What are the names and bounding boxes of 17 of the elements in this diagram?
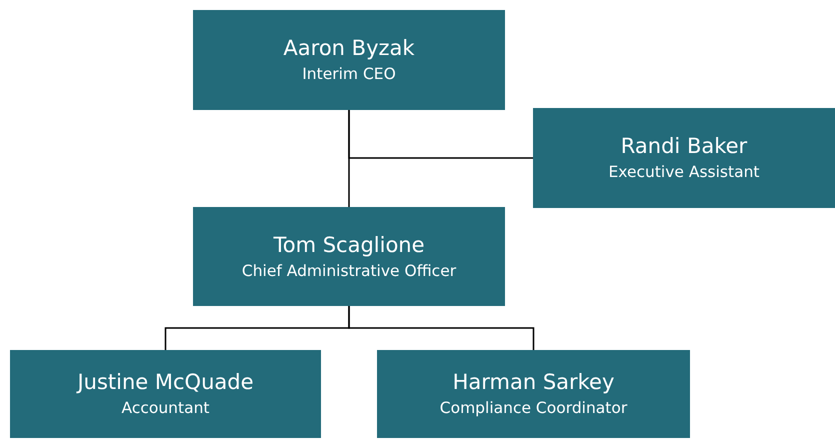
- person-name: Justine McQuade: [77, 369, 254, 396]
- connector-line: [348, 306, 534, 350]
- org-box: [193, 207, 505, 306]
- job-title: Compliance Coordinator: [440, 398, 628, 419]
- person-name: Tom Scaglione: [273, 232, 425, 258]
- org-box: [193, 10, 505, 110]
- connector-line: [348, 110, 533, 159]
- person-name: Harman Sarkey: [452, 369, 614, 396]
- job-title: Executive Assistant: [608, 162, 760, 183]
- org-box: [377, 350, 690, 438]
- job-title: Chief Administrative Officer: [242, 260, 456, 282]
- org-box: [533, 108, 835, 208]
- person-name: Randi Baker: [620, 133, 748, 160]
- job-title: Accountant: [122, 398, 210, 419]
- job-title: Interim CEO: [302, 64, 396, 85]
- person-name: Aaron Byzak: [283, 35, 415, 62]
- org-box: [10, 350, 321, 438]
